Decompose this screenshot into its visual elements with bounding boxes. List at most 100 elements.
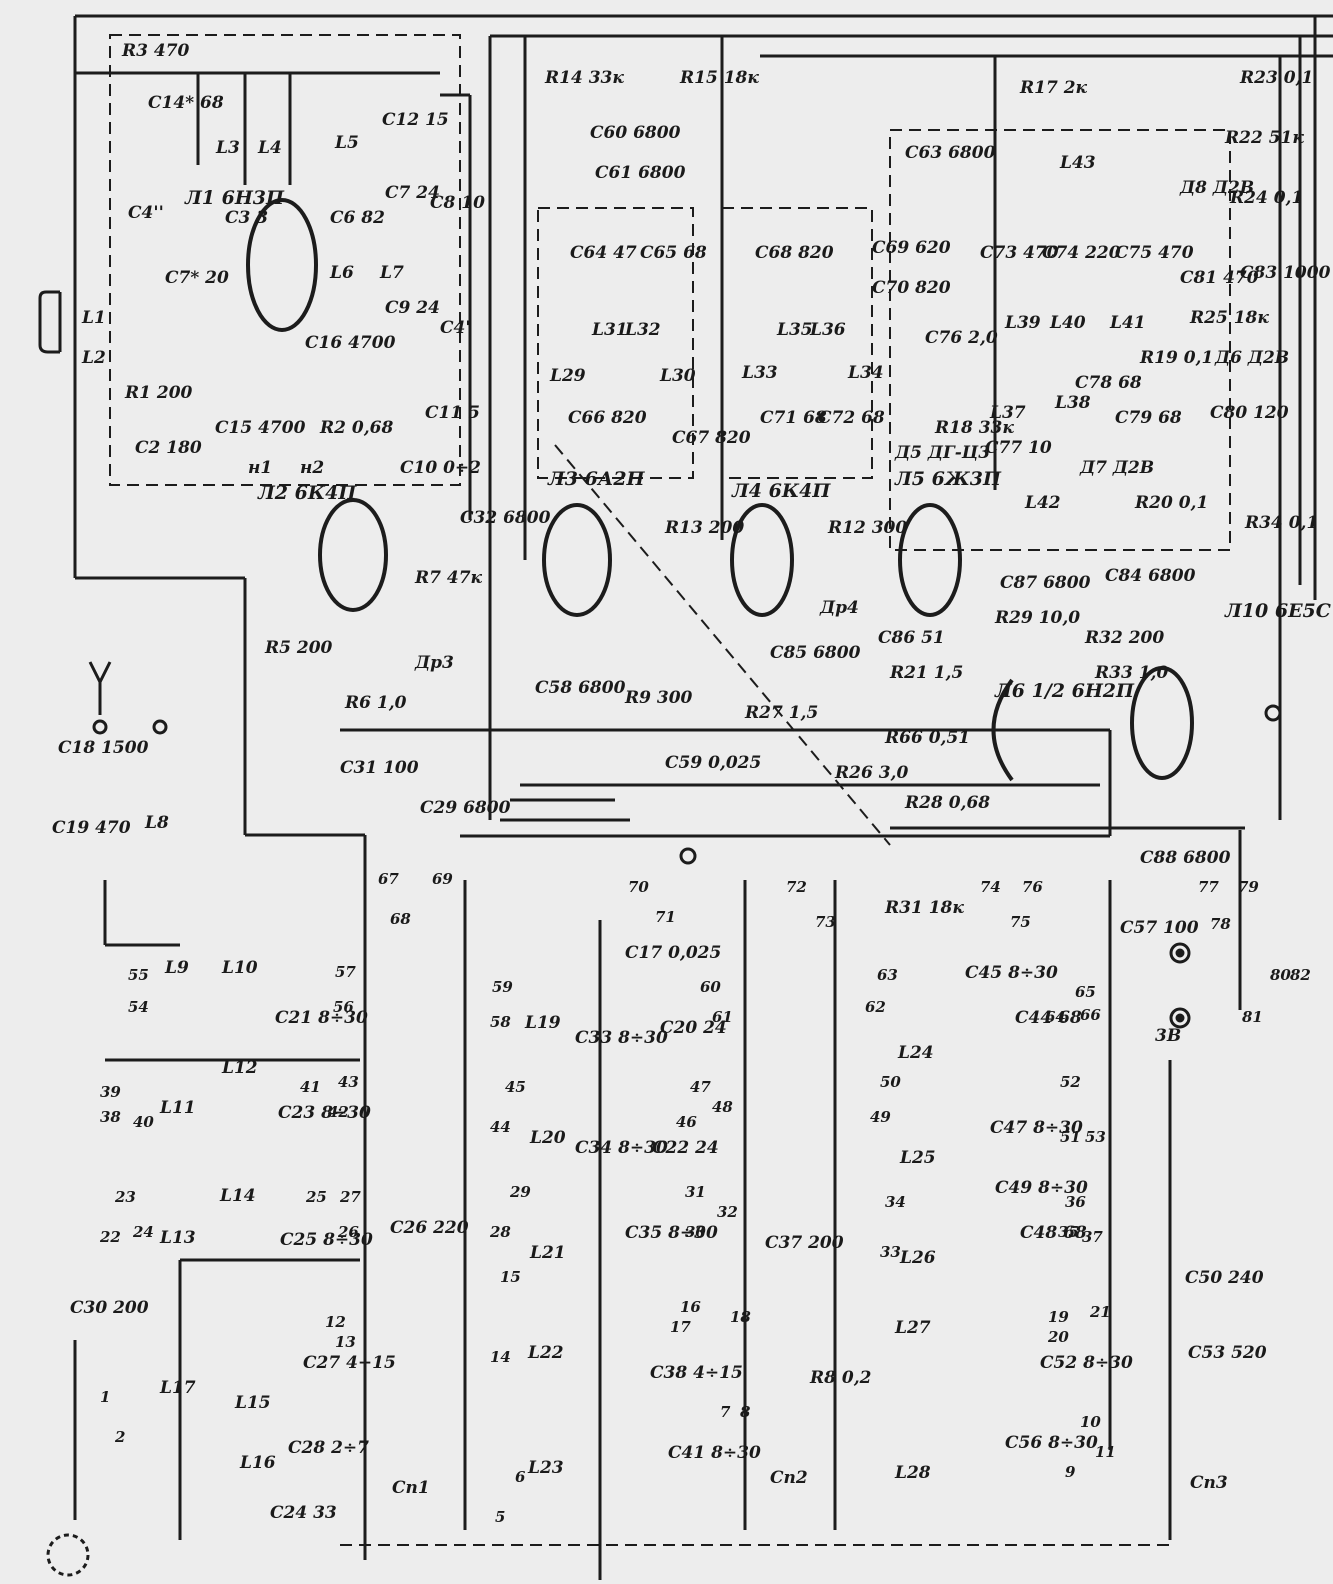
label-L20: L20 (530, 1128, 566, 1148)
label-C85: C85 6800 (770, 643, 861, 663)
switch-contact-36: 36 (1065, 1193, 1086, 1211)
switch-contact-6: 6 (515, 1468, 526, 1486)
label-C33: C33 8÷30 (575, 1028, 668, 1048)
label-C27: C27 4÷15 (303, 1353, 396, 1373)
label-L26: L26 (900, 1248, 936, 1268)
screen-box-if2 (721, 207, 873, 479)
label-L42: L42 (1025, 493, 1061, 513)
label-L37: L37 (990, 403, 1026, 423)
label-C80: C80 120 (1210, 403, 1289, 423)
switch-contact-48: 48 (712, 1098, 733, 1116)
switch-contact-38: 38 (100, 1108, 121, 1126)
label-L7: L7 (380, 263, 404, 283)
switch-contact-26: 26 (338, 1223, 359, 1241)
switch-contact-39: 39 (100, 1083, 121, 1101)
label-L23: L23 (528, 1458, 564, 1478)
label-R8: R8 0,2 (810, 1368, 872, 1388)
label-R23: R23 0,1 (1240, 68, 1314, 88)
switch-contact-50: 50 (880, 1073, 901, 1091)
switch-contact-42: 42 (328, 1103, 349, 1121)
label-L24: L24 (898, 1043, 934, 1063)
switch-contact-15: 15 (500, 1268, 521, 1286)
switch-contact-55: 55 (128, 966, 149, 984)
label-H1: н1 (248, 458, 273, 478)
switch-contact-79: 79 (1238, 878, 1259, 896)
label-C60: C60 6800 (590, 123, 681, 143)
label-C52: C52 8÷30 (1040, 1353, 1133, 1373)
switch-contact-27: 27 (340, 1188, 361, 1206)
label-L33: L33 (742, 363, 778, 383)
label-C20: C20 24 (660, 1018, 727, 1038)
switch-contact-59: 59 (492, 978, 513, 996)
switch-contact-73: 73 (815, 913, 836, 931)
label-C56: C56 8÷30 (1005, 1433, 1098, 1453)
switch-contact-34: 34 (885, 1193, 906, 1211)
switch-contact-8: 8 (740, 1403, 751, 1421)
label-C68: C68 820 (755, 243, 834, 263)
label-R20: R20 0,1 (1135, 493, 1209, 513)
screen-box-if1 (537, 207, 694, 479)
label-C19: C19 470 (52, 818, 131, 838)
label-L4: L4 (258, 138, 282, 158)
switch-contact-51: 51 (1060, 1128, 1081, 1146)
label-C16: C16 4700 (305, 333, 396, 353)
label-C9: C9 24 (385, 298, 440, 318)
label-C3: C3 3 (225, 208, 269, 228)
label-C35: C35 8÷30 (625, 1223, 718, 1243)
label-L31: L31 (592, 320, 628, 340)
switch-contact-16: 16 (680, 1298, 701, 1316)
switch-contact-11: 11 (1095, 1443, 1116, 1461)
switch-contact-54: 54 (128, 998, 149, 1016)
switch-contact-10: 10 (1080, 1413, 1101, 1431)
label-C30: C30 200 (70, 1298, 149, 1318)
switch-contact-64: 64 (1045, 1008, 1066, 1026)
switch-contact-70: 70 (628, 878, 649, 896)
label-R25: R25 18к (1190, 308, 1269, 328)
label-R3: R3 470 (122, 41, 190, 61)
label-L39: L39 (1005, 313, 1041, 333)
label-C32: C32 6800 (460, 508, 551, 528)
label-D7: Д7 Д2В (1080, 458, 1155, 478)
switch-contact-81: 81 (1242, 1008, 1263, 1026)
label-R34: R34 0,1 (1245, 513, 1319, 533)
switch-contact-49: 49 (870, 1108, 891, 1126)
antenna-symbol (88, 661, 112, 715)
label-C79: C79 68 (1115, 408, 1182, 428)
switch-contact-1: 1 (100, 1388, 111, 1406)
label-C18: C18 1500 (58, 738, 149, 758)
label-R18: R18 33к (935, 418, 1014, 438)
switch-contact-22: 22 (100, 1228, 121, 1246)
tube-L3-envelope (542, 503, 612, 617)
label-Cp2: Cп2 (770, 1468, 808, 1488)
label-L2: L2 (82, 348, 106, 368)
switch-contact-13: 13 (335, 1333, 356, 1351)
label-C44: C44 68 (1015, 1008, 1082, 1028)
switch-contact-23: 23 (115, 1188, 136, 1206)
label-L27: L27 (895, 1318, 931, 1338)
label-C58: C58 6800 (535, 678, 626, 698)
label-R17: R17 2к (1020, 78, 1088, 98)
switch-contact-24: 24 (133, 1223, 154, 1241)
label-C84: C84 6800 (1105, 566, 1196, 586)
switch-contact-37: 37 (1082, 1228, 1103, 1246)
label-L38: L38 (1055, 393, 1091, 413)
label-C71: C71 68 (760, 408, 827, 428)
switch-contact-5: 5 (495, 1508, 506, 1526)
label-C26: C26 220 (390, 1218, 469, 1238)
label-R22: R22 51к (1225, 128, 1304, 148)
switch-contact-76: 76 (1022, 878, 1043, 896)
label-R66: R66 0,51 (885, 728, 971, 748)
switch-contact-9: 9 (1065, 1463, 1076, 1481)
label-L28: L28 (895, 1463, 931, 1483)
switch-contact-29: 29 (510, 1183, 531, 1201)
label-L29: L29 (550, 366, 586, 386)
switch-contact-30: 30 (685, 1223, 706, 1241)
label-C38: C38 4÷15 (650, 1363, 743, 1383)
label-C7s: C7* 20 (165, 268, 229, 288)
switch-contact-62: 62 (865, 998, 886, 1016)
mechanical-link (554, 444, 891, 846)
label-C4b: C4' (440, 318, 471, 338)
switch-contact-63: 63 (877, 966, 898, 984)
screen-box-converter (109, 34, 461, 486)
label-R9: R9 300 (625, 688, 693, 708)
